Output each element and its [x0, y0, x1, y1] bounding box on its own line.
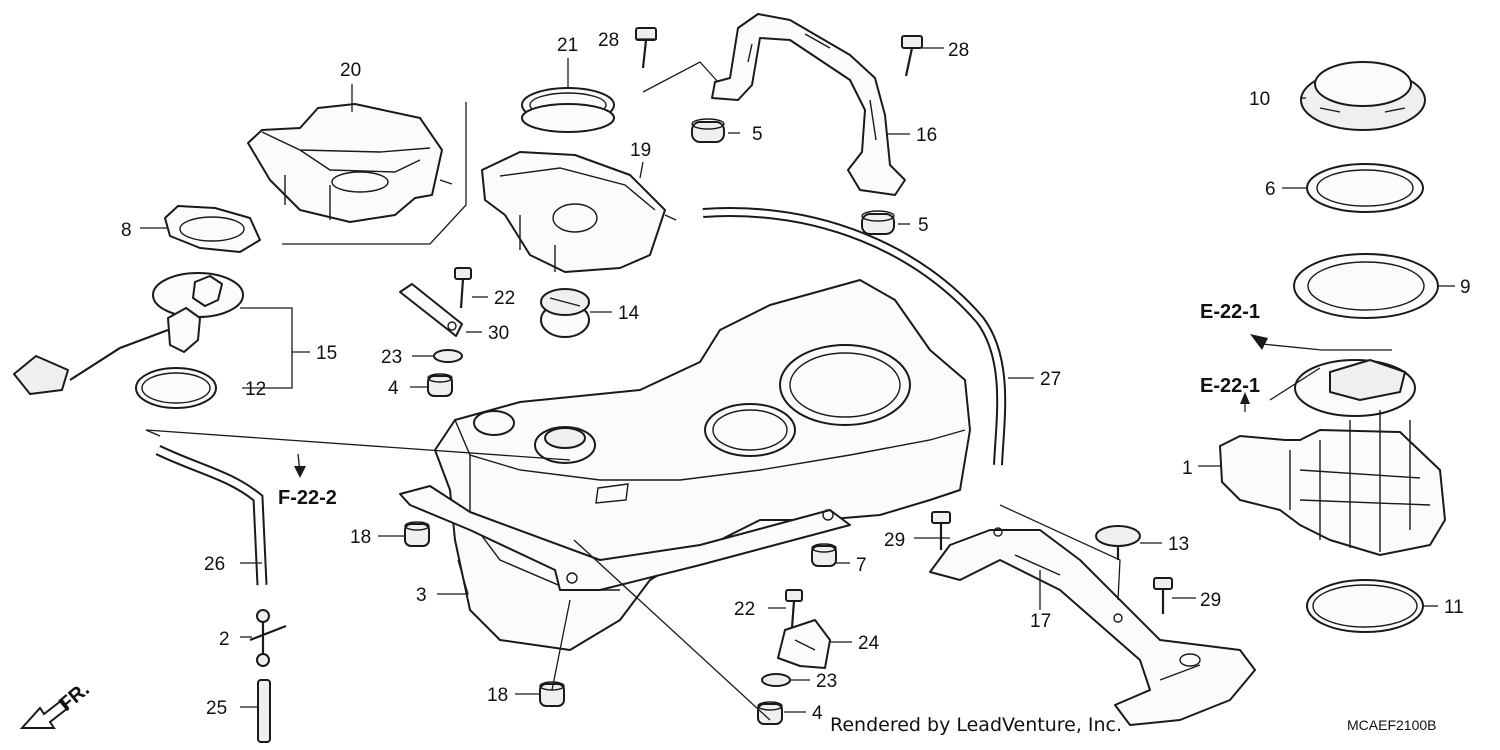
callout-27: 27: [1040, 369, 1061, 390]
part-20-cover-tray: [247, 102, 467, 245]
callout-4-upper: 4: [388, 378, 399, 399]
callout-11: 11: [1444, 597, 1464, 618]
callout-8: 8: [121, 220, 132, 241]
callout-22-lower: 22: [734, 599, 755, 620]
part-29-bolt-left: [931, 511, 951, 550]
part-4-collar-lower: [757, 701, 783, 725]
callout-3: 3: [416, 585, 427, 606]
callout-10: 10: [1249, 89, 1270, 110]
callout-29-left: 29: [884, 530, 905, 551]
part-22-bolt-lower: [785, 589, 803, 629]
callout-28-left: 28: [598, 30, 619, 51]
part-22-bolt-upper: [454, 267, 472, 309]
callout-19: 19: [630, 140, 651, 161]
callout-14: 14: [618, 303, 640, 324]
reference-f-22-2: F-22-2: [278, 487, 337, 509]
callout-30: 30: [488, 323, 509, 344]
reference-e-22-1-upper: E-22-1: [1200, 301, 1260, 323]
part-5-grommet-upper: [691, 118, 725, 143]
part-25-tube: [257, 679, 271, 743]
leader-lines: [140, 38, 1455, 721]
part-19-cover-tray: [481, 151, 677, 273]
callout-20: 20: [340, 60, 361, 81]
part-8-retaining-plate: [164, 205, 261, 253]
callout-5-lower: 5: [918, 215, 929, 236]
callout-26: 26: [204, 554, 225, 575]
part-26-hose: [155, 445, 268, 586]
part-18-damper-upper: [404, 521, 430, 547]
part-10-cap: [1300, 61, 1426, 131]
part-23-washer-lower: [761, 673, 791, 687]
callout-4-lower: 4: [812, 703, 823, 724]
callout-1: 1: [1182, 458, 1193, 479]
callout-12: 12: [245, 379, 266, 400]
callout-9: 9: [1460, 277, 1471, 298]
callout-17: 17: [1030, 611, 1051, 632]
callout-13: 13: [1168, 534, 1189, 555]
callout-15: 15: [316, 343, 337, 364]
callout-21: 21: [557, 35, 578, 56]
footer-credit: Rendered by LeadVenture, Inc.: [830, 714, 1122, 736]
callout-29-right: 29: [1200, 590, 1221, 611]
callout-5-upper: 5: [752, 124, 763, 145]
part-3-fuel-tank: [399, 279, 971, 651]
part-7-collar: [811, 543, 837, 567]
part-9-gasket: [1293, 253, 1439, 319]
part-14-cap: [540, 288, 590, 338]
callout-18-lower: 18: [487, 685, 508, 706]
callout-16: 16: [916, 125, 937, 146]
part-29-bolt-right: [1153, 577, 1173, 614]
part-27-vent-hose: [702, 207, 1007, 466]
callout-18-upper: 18: [350, 527, 371, 548]
part-24-clamp: [777, 619, 831, 669]
callout-23-lower: 23: [816, 671, 837, 692]
part-13-cushion: [1095, 525, 1141, 560]
callout-6: 6: [1265, 179, 1276, 200]
part-30-stay: [399, 283, 463, 337]
callout-25: 25: [206, 698, 227, 719]
part-5-grommet-lower: [861, 210, 895, 235]
part-23-washer-upper: [433, 349, 463, 363]
reference-e-22-1-lower: E-22-1: [1200, 375, 1260, 397]
callout-24: 24: [858, 633, 880, 654]
part-2-joint: [249, 609, 287, 667]
part-4-collar-upper: [427, 373, 453, 397]
callout-23-upper: 23: [381, 347, 402, 368]
part-16-bracket: [711, 13, 906, 196]
front-direction-arrow: FR.: [19, 678, 94, 729]
part-28-bolt-left: [635, 27, 657, 69]
callout-7: 7: [856, 555, 867, 576]
part-17-bracket: [929, 527, 1256, 726]
part-21-ring: [521, 87, 615, 133]
part-28-bolt-right: [901, 35, 923, 77]
callout-28-right: 28: [948, 40, 969, 61]
part-6-retaining-ring: [1306, 163, 1424, 213]
part-18-damper-lower: [539, 681, 565, 707]
diagram-code: MCAEF2100B: [1347, 717, 1436, 733]
part-11-o-ring: [1306, 579, 1424, 633]
callout-labels: 1 2 3 4 4 5 5 6 7 8 9 10 11 12 13 14 15 …: [121, 30, 1471, 724]
part-15-fuel-sender: [13, 272, 244, 409]
callout-2: 2: [219, 629, 230, 650]
callout-22-upper: 22: [494, 288, 515, 309]
part-1-fuel-pump: [1219, 359, 1446, 556]
